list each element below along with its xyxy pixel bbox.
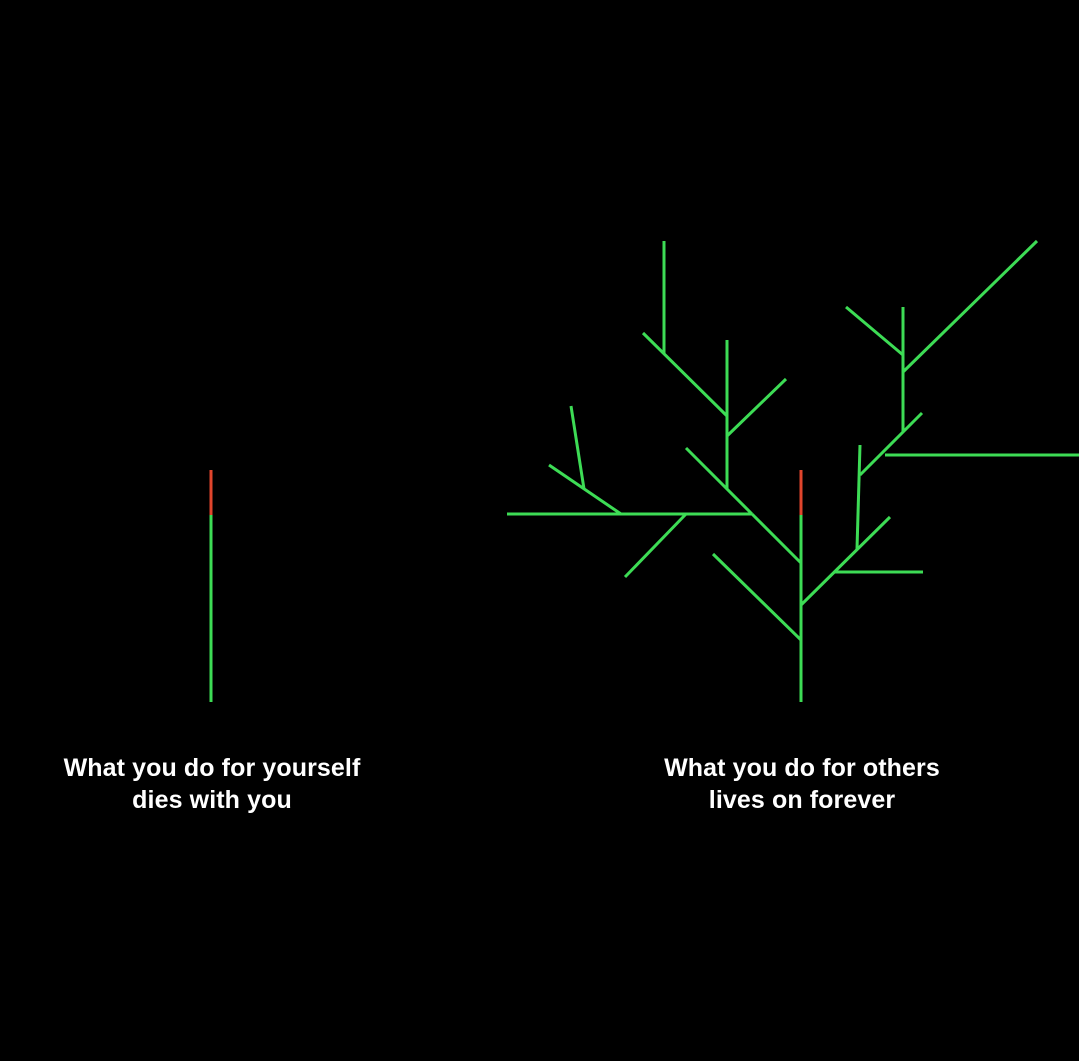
- caption-others-line1: What you do for others: [664, 754, 940, 782]
- branching-tree: [507, 239, 1079, 702]
- caption-yourself-line1: What you do for yourself: [63, 754, 361, 782]
- tree-branch: [711, 552, 803, 642]
- tree-branch: [799, 515, 892, 607]
- caption-yourself-line2: dies with you: [132, 786, 292, 814]
- caption-others: What you do for others lives on forever: [602, 752, 1002, 816]
- caption-others-line2: lives on forever: [708, 786, 896, 814]
- tree-branch: [750, 512, 803, 565]
- tree-branch: [569, 405, 586, 490]
- tree-branch: [623, 512, 688, 579]
- tree-branch: [855, 444, 862, 550]
- tree-branch: [641, 331, 729, 418]
- tree-branch: [684, 446, 754, 516]
- tree-branch: [845, 305, 904, 357]
- tree-branch: [725, 377, 788, 438]
- tree-branch: [901, 239, 1039, 374]
- tree-branch: [548, 463, 622, 516]
- caption-yourself: What you do for yourself dies with you: [12, 752, 412, 816]
- tree-branch: [858, 411, 924, 477]
